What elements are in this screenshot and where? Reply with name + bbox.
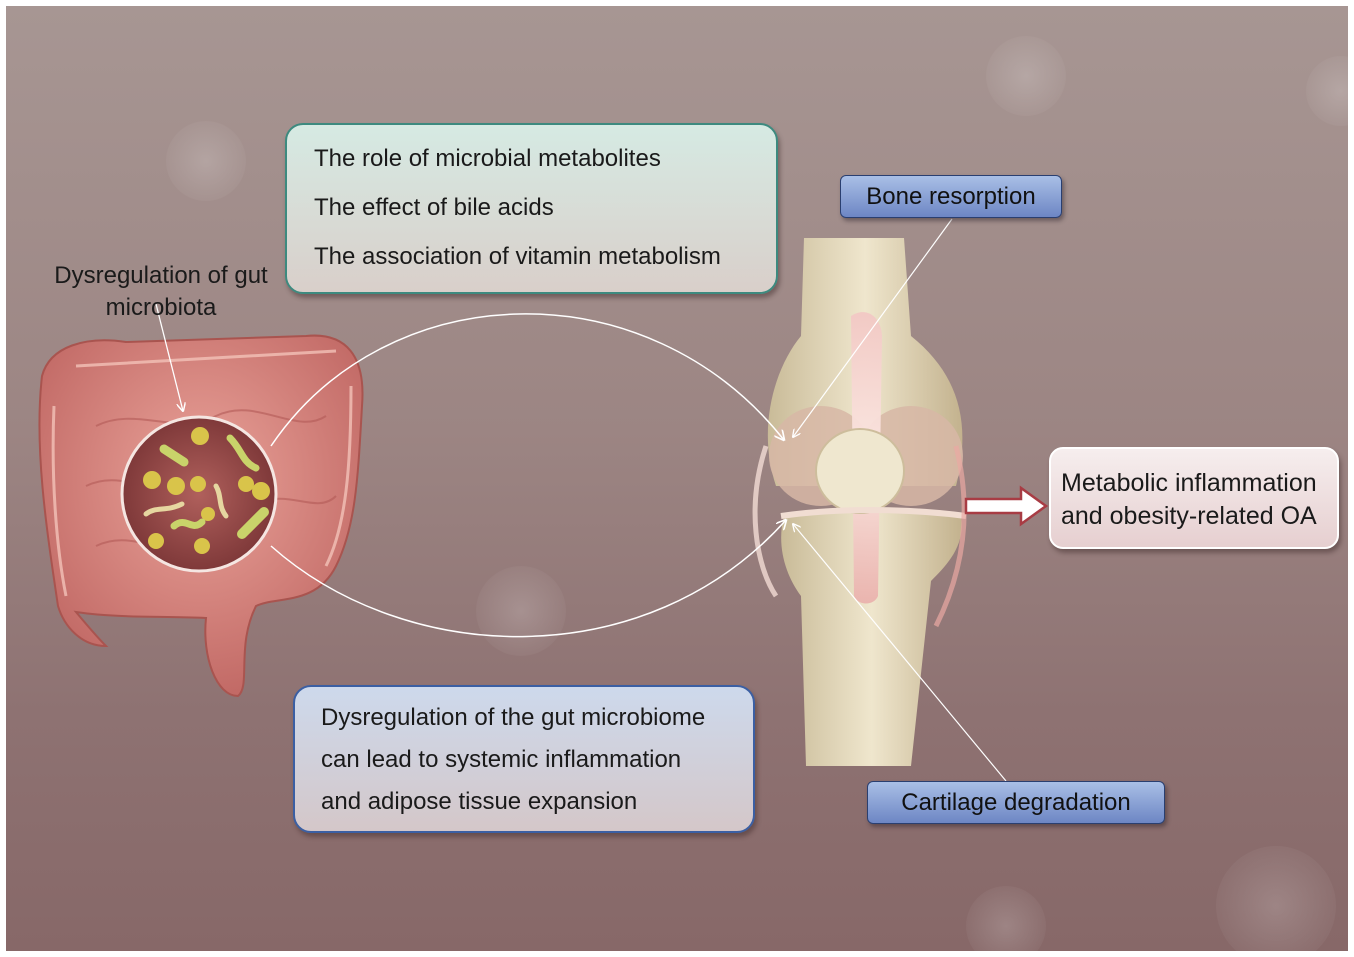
right-arrow-icon — [966, 488, 1046, 524]
bone-resorption-tag: Bone resorption — [840, 175, 1062, 218]
gut-microbiota-label: Dysregulation of gut microbiota — [36, 260, 286, 324]
metabolite-factors-box: The role of microbial metabolites The ef… — [285, 123, 778, 294]
cartilage-degradation-tag: Cartilage degradation — [867, 781, 1165, 824]
summary-box: Dysregulation of the gut microbiome can … — [293, 685, 755, 833]
gut-label-line: microbiota — [36, 292, 286, 324]
outcome-line: and obesity-related OA — [1061, 500, 1337, 533]
summary-line: can lead to systemic inflammation — [321, 745, 753, 787]
summary-line: and adipose tissue expansion — [321, 787, 753, 829]
summary-line: Dysregulation of the gut microbiome — [321, 703, 753, 745]
factor-item: The role of microbial metabolites — [314, 143, 776, 192]
diagram-canvas: Dysregulation of gut microbiota The role… — [6, 6, 1348, 951]
outcome-box: Metabolic inflammation and obesity-relat… — [1049, 447, 1339, 549]
arc-to-cartilage — [271, 520, 786, 637]
microbiota-magnifier — [122, 417, 276, 571]
outcome-line: Metabolic inflammation — [1061, 467, 1337, 500]
knee-joint-illustration — [755, 238, 966, 766]
factor-item: The effect of bile acids — [314, 192, 776, 241]
factor-item: The association of vitamin metabolism — [314, 241, 776, 290]
gut-label-line: Dysregulation of gut — [36, 260, 286, 292]
